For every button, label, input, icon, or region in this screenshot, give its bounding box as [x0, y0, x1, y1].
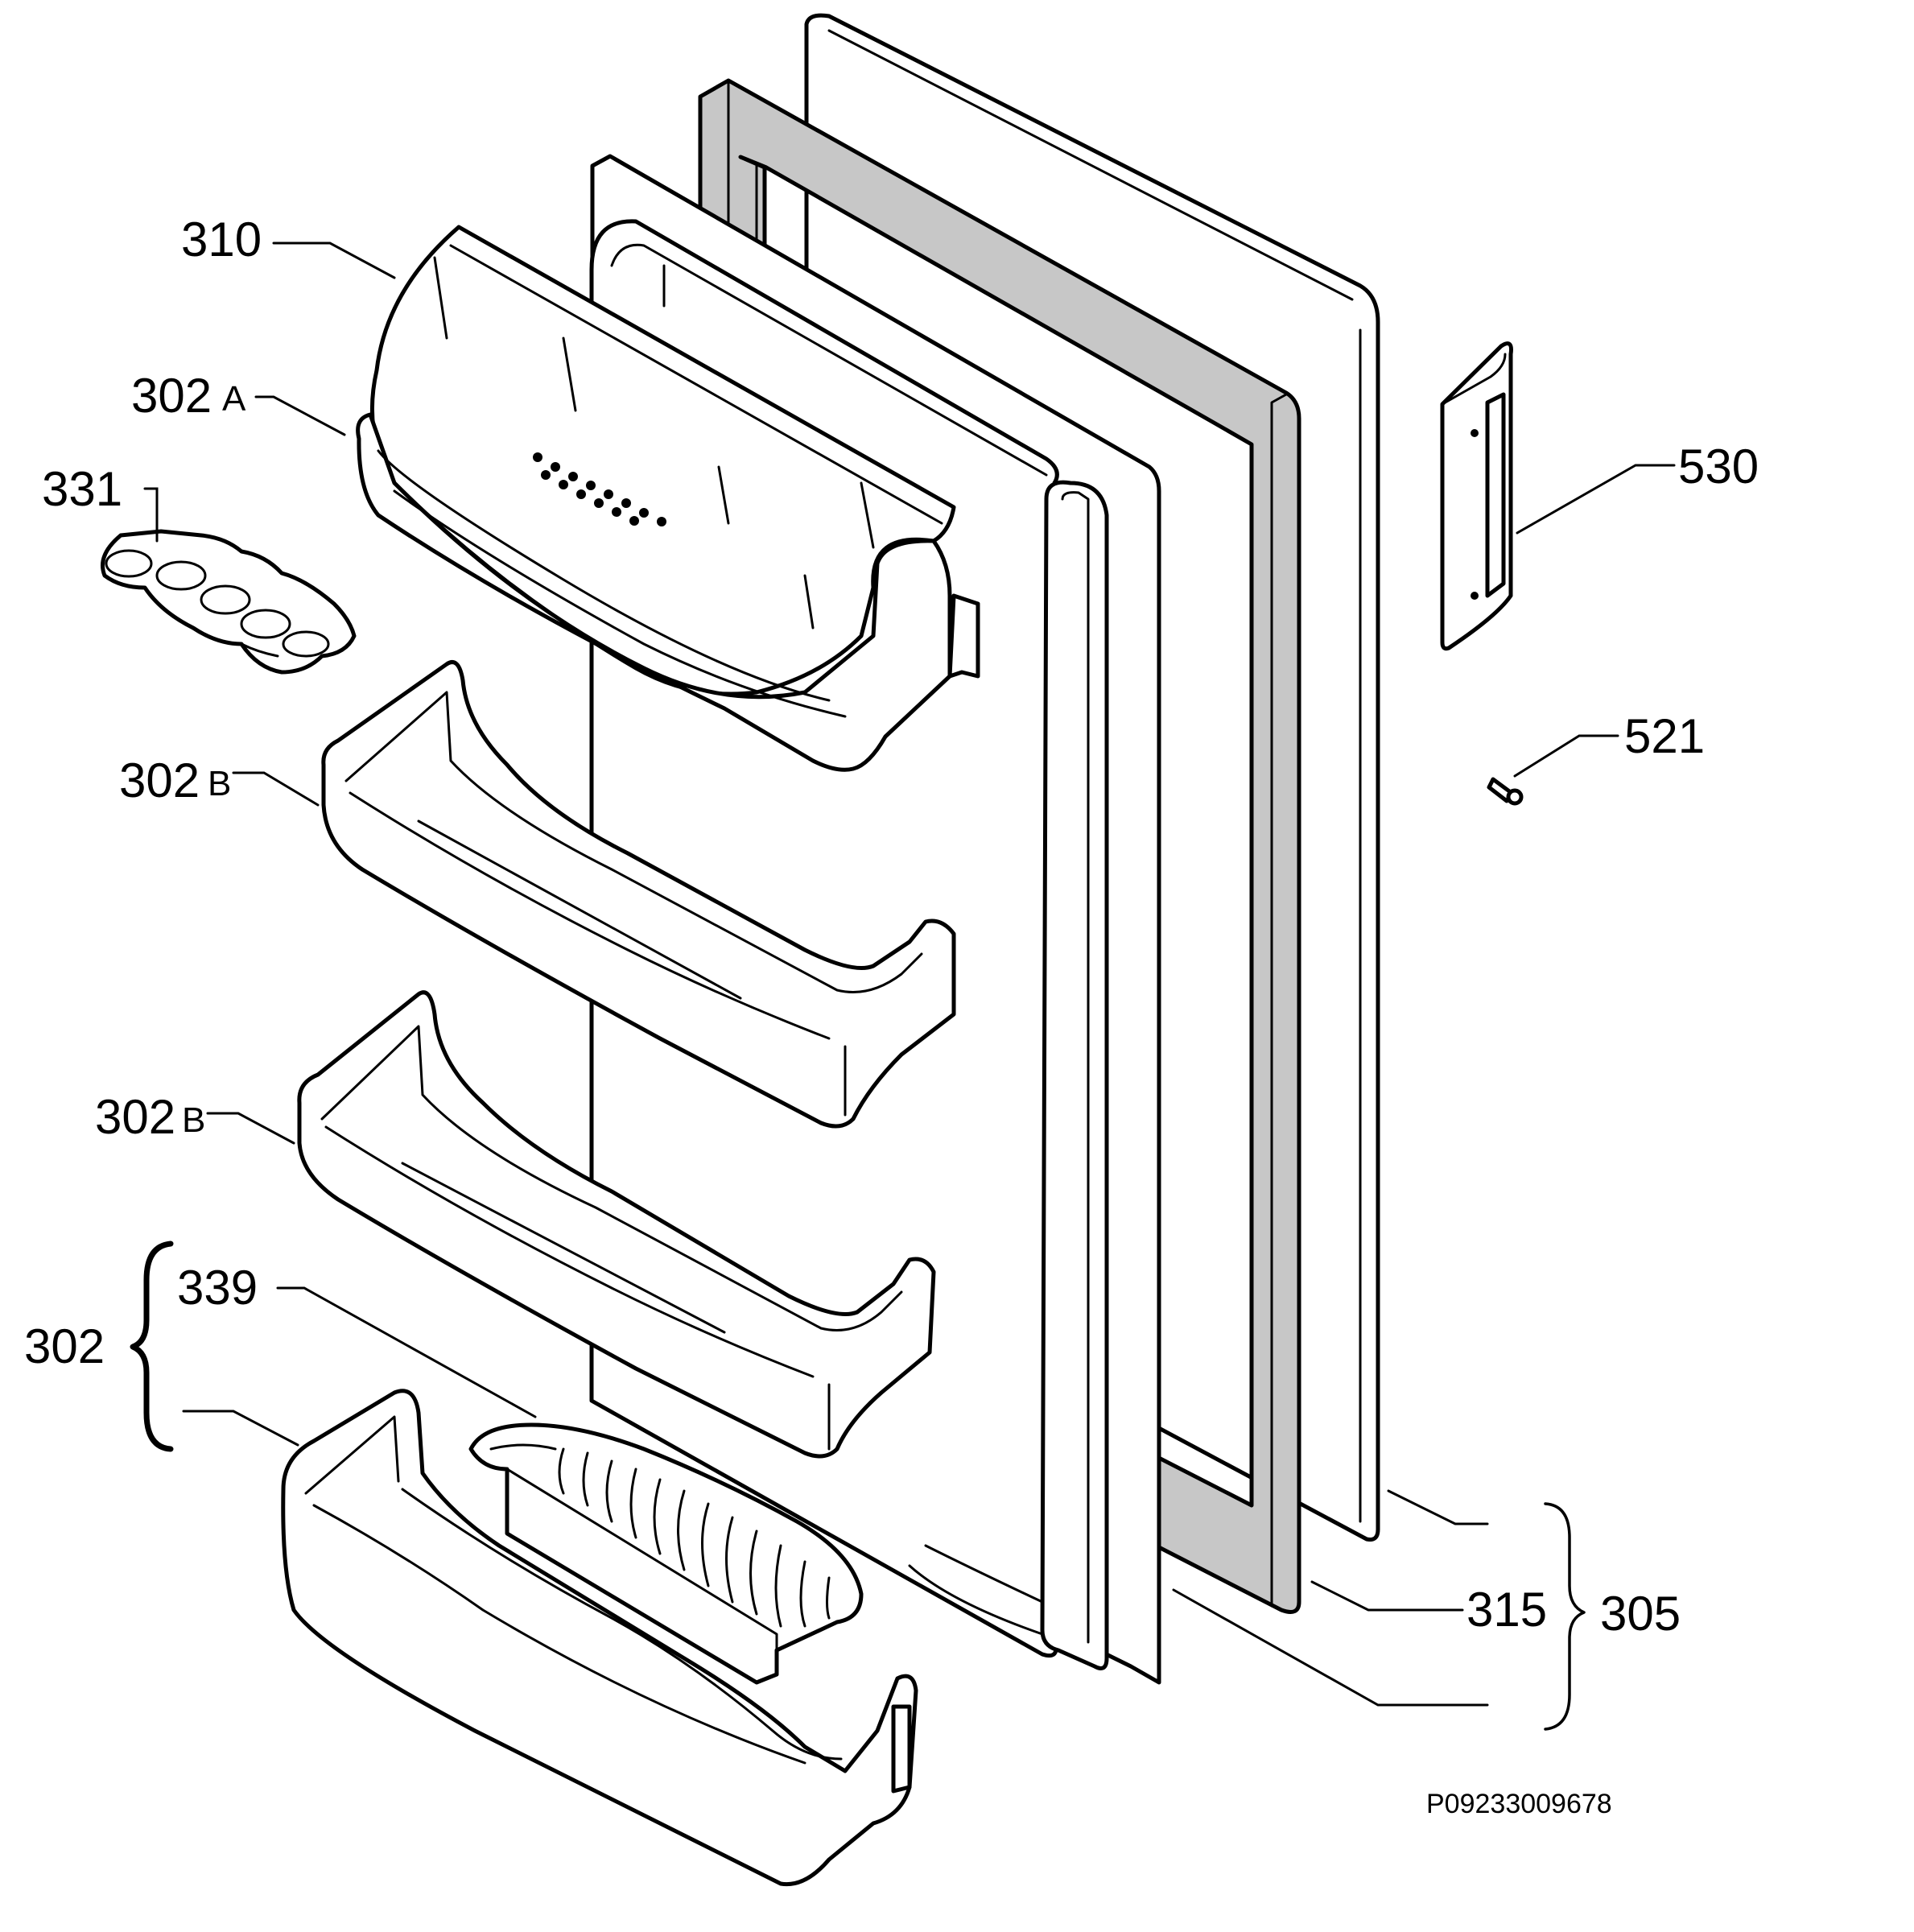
label-302b-lower-number: 302 — [95, 1090, 175, 1144]
vent-holes — [533, 452, 666, 526]
drawing-code: P09233009678 — [1426, 1789, 1612, 1819]
retainer-ribs — [558, 1447, 831, 1628]
egg-tray-icon — [101, 529, 357, 675]
door-shelf-b-lower-icon — [297, 990, 936, 1459]
label-302a-suffix: A — [222, 379, 246, 419]
leader-lines — [143, 242, 1676, 1707]
label-530: 530 — [1678, 440, 1759, 493]
label-302b-upper-suffix: B — [208, 764, 231, 803]
bottle-retainer-icon — [468, 1422, 864, 1685]
label-331: 331 — [42, 462, 122, 516]
handle-icon — [1440, 341, 1513, 651]
label-339: 339 — [177, 1261, 258, 1315]
brace-305 — [1544, 1502, 1586, 1731]
label-315: 315 — [1466, 1583, 1547, 1637]
door-shelf-b-upper-icon — [321, 660, 956, 1129]
screw-icon — [1487, 777, 1524, 806]
label-302: 302 — [24, 1319, 105, 1373]
callout-labels: 310 302 A 331 302 B 302 B 339 302 530 52… — [24, 213, 1759, 1819]
label-305: 305 — [1600, 1587, 1681, 1641]
label-521: 521 — [1624, 709, 1705, 763]
label-302b-lower-suffix: B — [182, 1100, 205, 1140]
label-310: 310 — [181, 213, 262, 266]
label-302b-upper-number: 302 — [119, 753, 200, 807]
bottle-shelf-icon — [281, 1389, 918, 1887]
brace-302 — [130, 1241, 174, 1452]
label-302a-number: 302 — [131, 369, 212, 423]
door-shelf-a-icon — [356, 412, 980, 772]
